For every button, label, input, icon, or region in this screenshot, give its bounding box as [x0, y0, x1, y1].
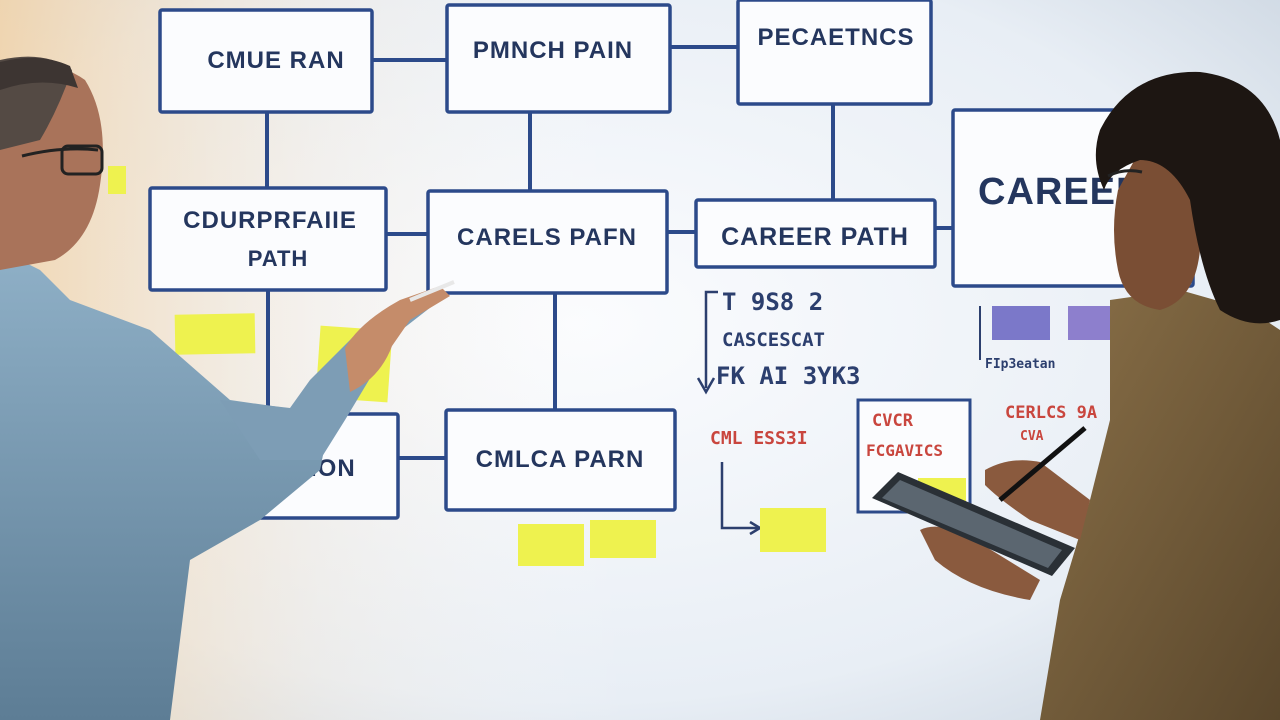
box-4-label-line2: PATH: [248, 246, 309, 271]
box-5-label: CARELS PAFN: [457, 224, 637, 251]
note-5-line1: CVCR: [872, 411, 914, 431]
box-3: [736, 0, 933, 106]
box-9: [444, 408, 677, 512]
box-1-label: CMUE RAN: [207, 47, 344, 74]
note-2: CASCESCAT: [722, 329, 825, 351]
tablet: [872, 472, 1075, 576]
box-5: [426, 189, 669, 295]
note-3: FK AI 3YK3: [716, 362, 861, 390]
connector-lines: [265, 45, 953, 460]
box-2-label: PMNCH PAIN: [473, 37, 633, 64]
presenter-man: [0, 56, 455, 720]
box-4-label-line1: CDURPRFAIIE: [183, 207, 357, 234]
box-2: [445, 3, 672, 114]
note-6-line1: CERLCS 9A: [1005, 403, 1097, 423]
box-6-label: CAREER PATH: [721, 223, 909, 251]
note-7: FIp3eatan: [985, 357, 1055, 372]
note-arrow: [696, 290, 718, 395]
note-1: T 9S8 2: [722, 288, 823, 316]
box-6: [694, 198, 937, 269]
note-5-line2: FCGAVICS: [866, 441, 943, 460]
presenter-woman: [920, 71, 1280, 720]
box-9-label: CMLCA PARN: [476, 446, 645, 473]
note-4: CML ESS3I: [710, 428, 808, 449]
note-6-line2: CVA: [1020, 429, 1044, 444]
box-1: [158, 8, 374, 114]
box-4: [148, 186, 388, 292]
box-3-label: PECAETNCS: [757, 24, 914, 51]
